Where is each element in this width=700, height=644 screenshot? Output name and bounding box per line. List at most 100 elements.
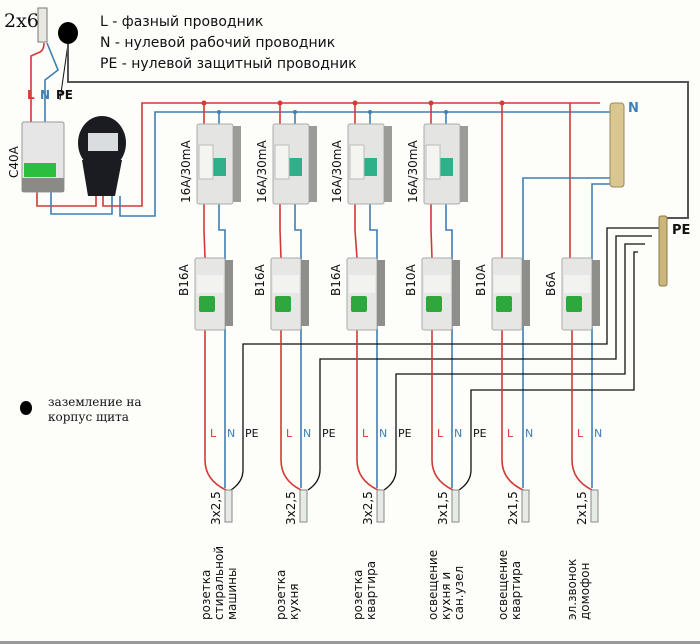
pe-main-wire xyxy=(67,44,689,219)
legend-pe: PE - нулевой защитный проводник xyxy=(100,56,357,72)
rcd-side xyxy=(233,126,241,202)
devices-layer xyxy=(21,7,668,523)
circuit-wire-l xyxy=(431,330,454,491)
rcd-rating-label: 16A/30mA xyxy=(255,140,269,203)
wire-label-l: L xyxy=(577,427,584,440)
junction-dot xyxy=(499,100,505,106)
breaker-toggle xyxy=(496,296,512,312)
ground-terminal-icon xyxy=(58,22,78,44)
meter-out-l xyxy=(102,102,600,207)
breaker-body xyxy=(270,257,302,331)
cable-spec-label: 3x2,5 xyxy=(209,491,223,525)
breaker-side xyxy=(301,260,309,326)
rcd-toggle xyxy=(212,158,226,176)
breaker-rating-label: B16A xyxy=(253,263,267,296)
wire-label-pe: PE xyxy=(245,427,259,440)
input-cable-label: 2x6 xyxy=(4,10,39,32)
rcd-toggle xyxy=(363,158,377,176)
circuit-description: розетка xyxy=(274,570,288,620)
pe-circuit-wire xyxy=(307,235,652,491)
circuit-wire-l xyxy=(280,330,302,491)
rcd-side xyxy=(309,126,317,202)
junction-dot xyxy=(368,110,372,114)
bottom-border xyxy=(0,641,700,644)
legend-n: N - нулевой рабочий проводник xyxy=(100,35,335,51)
meter-out-n xyxy=(119,111,612,217)
breaker-body xyxy=(561,257,593,331)
breaker-plate xyxy=(424,275,450,293)
rcd-side xyxy=(384,126,392,202)
circuit-wire-l xyxy=(571,330,593,491)
rcd-label-plate xyxy=(425,144,441,180)
circuit-description: сан.узел xyxy=(452,566,466,620)
breaker-rating-label: B10A xyxy=(404,263,418,296)
input-cable-icon xyxy=(37,7,48,43)
cable-end-icon xyxy=(376,489,385,523)
main-breaker-bottom xyxy=(22,178,64,192)
wires-layer xyxy=(30,42,689,491)
breaker-body xyxy=(346,257,378,331)
cable-end-icon xyxy=(521,489,530,523)
cable-end-icon xyxy=(590,489,599,523)
rcd-label-plate xyxy=(349,144,365,180)
cable-end-icon xyxy=(299,489,308,523)
pe-circuit-wire xyxy=(383,243,645,491)
rcd-rating-label: 16A/30mA xyxy=(406,140,420,203)
rcd-n-out xyxy=(445,204,453,488)
breaker-rating-label: B16A xyxy=(177,263,191,296)
breaker-body xyxy=(194,257,226,331)
cable-spec-label: 2x1,5 xyxy=(575,491,589,525)
breaker-side xyxy=(377,260,385,326)
junction-dot xyxy=(444,110,448,114)
breaker-body xyxy=(421,257,453,331)
breaker-side xyxy=(592,260,600,326)
ground-dot-icon xyxy=(20,401,32,415)
breaker-toggle xyxy=(275,296,291,312)
circuit-description: кухня xyxy=(287,583,301,620)
pe-busbar xyxy=(658,215,668,287)
rcd-rating-label: 16A/30mA xyxy=(330,140,344,203)
busbar-n-circuit6 xyxy=(591,183,612,488)
breaker-rating-label: B6A xyxy=(544,271,558,296)
cable-spec-label: 3x1,5 xyxy=(436,491,450,525)
meter-in-l xyxy=(36,192,97,207)
circuit-description: квартира xyxy=(509,561,523,620)
breaker-rating-label: B16A xyxy=(329,263,343,296)
breaker-toggle xyxy=(199,296,215,312)
circuit-description: квартира xyxy=(364,561,378,620)
pe-circuit-wire xyxy=(458,251,638,491)
rcd-n-out xyxy=(369,204,378,488)
circuit-description: стиральной xyxy=(212,546,226,620)
n-busbar xyxy=(609,102,625,188)
input-wire-pe xyxy=(59,43,69,101)
wire-label-n: N xyxy=(594,427,602,440)
input-wire-l xyxy=(30,42,45,125)
breaker-plate xyxy=(349,275,375,293)
wire-label-l: L xyxy=(362,427,369,440)
breaker-side xyxy=(452,260,460,326)
rcd-to-breaker-l xyxy=(354,204,358,259)
breaker-toggle xyxy=(426,296,442,312)
wire-label-n: N xyxy=(454,427,462,440)
rcd-n-out xyxy=(218,204,226,488)
junction-dot xyxy=(428,100,434,106)
circuit-wire-l xyxy=(204,330,227,491)
circuit-description: освещение xyxy=(496,550,510,620)
wire-label-n: N xyxy=(379,427,387,440)
breaker-side xyxy=(522,260,530,326)
rcd-to-breaker-l xyxy=(203,204,206,259)
wire-label-n: N xyxy=(525,427,533,440)
rcd-label-plate xyxy=(274,144,290,180)
pe-busbar-label: PE xyxy=(672,223,690,238)
circuit-description: кухня и xyxy=(439,572,453,620)
breaker-plate xyxy=(197,275,223,293)
legend-l: L - фазный проводник xyxy=(100,14,263,30)
circuit-description: розетка xyxy=(351,570,365,620)
wire-label-n: N xyxy=(303,427,311,440)
cable-end-icon xyxy=(451,489,460,523)
junction-dot xyxy=(217,110,221,114)
circuit-description: эл.звонок xyxy=(565,559,579,620)
input-label-pe: PE xyxy=(56,88,73,102)
